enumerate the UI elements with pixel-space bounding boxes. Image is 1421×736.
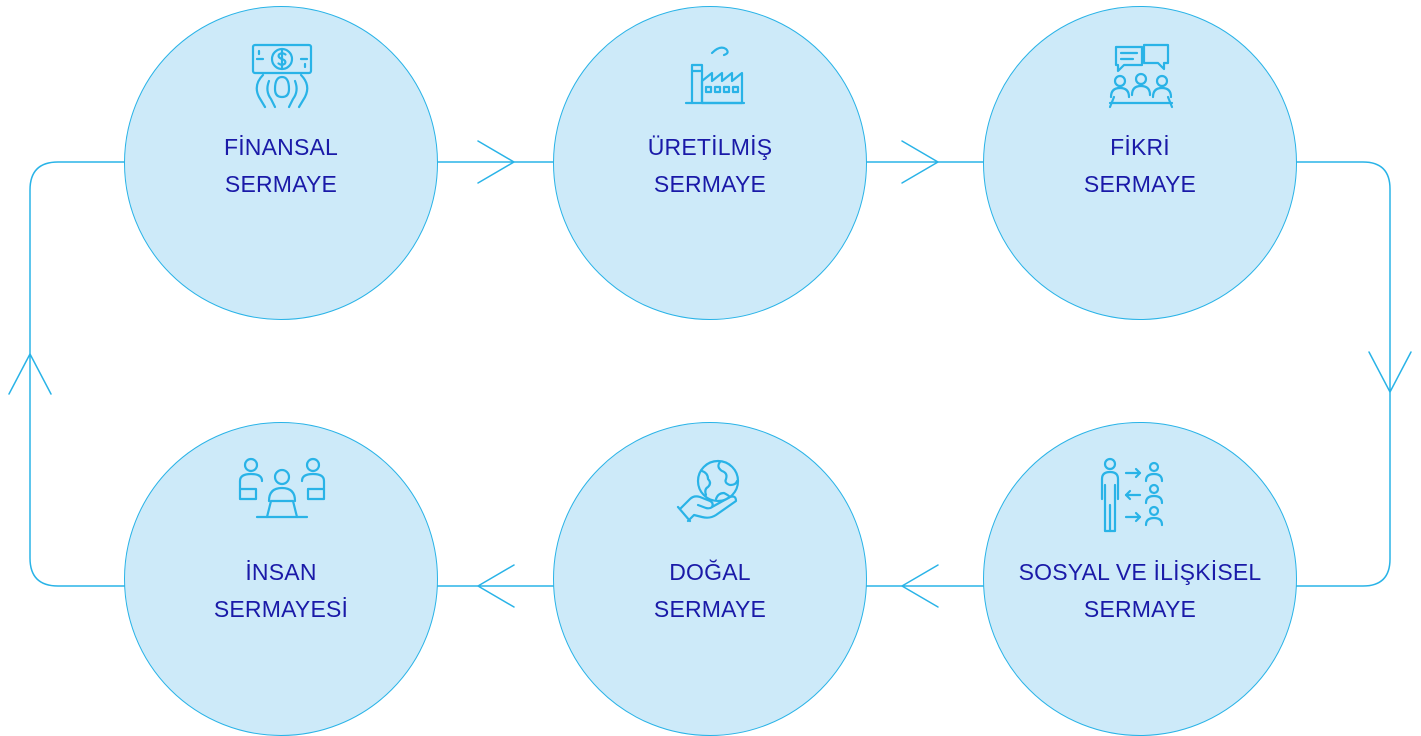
node-finansal-sermaye: FİNANSAL SERMAYE bbox=[124, 6, 438, 320]
node-label-line2: SERMAYE bbox=[653, 171, 767, 197]
arrowhead-left-1 bbox=[901, 564, 939, 608]
node-insan-sermayesi: İNSAN SERMAYESİ bbox=[124, 422, 438, 736]
connector-insan-finansal bbox=[29, 161, 126, 587]
arrowhead-left-2 bbox=[477, 564, 515, 608]
node-label-line2: SERMAYE bbox=[653, 596, 767, 622]
node-label: ÜRETİLMİŞ SERMAYE bbox=[554, 129, 866, 203]
money-hands-icon bbox=[247, 41, 317, 111]
meeting-discussion-icon bbox=[1106, 41, 1176, 111]
node-label-line1: SOSYAL VE İLİŞKİSEL bbox=[1018, 559, 1262, 585]
arrowhead-up bbox=[8, 353, 52, 395]
node-label-line2: SERMAYE bbox=[1083, 596, 1197, 622]
team-icon bbox=[237, 455, 327, 525]
arrowhead-right-2 bbox=[901, 140, 939, 184]
globe-in-hand-icon bbox=[676, 455, 746, 525]
node-label-line2: SERMAYESİ bbox=[213, 596, 349, 622]
connector-fikri-sosyal bbox=[1294, 161, 1391, 587]
node-label: FİNANSAL SERMAYE bbox=[125, 129, 437, 203]
arrowhead-down bbox=[1368, 351, 1412, 393]
factory-icon bbox=[676, 41, 746, 111]
node-label-line2: SERMAYE bbox=[1083, 171, 1197, 197]
people-exchange-icon bbox=[1096, 455, 1176, 535]
node-sosyal-ve-iliskisel-sermaye: SOSYAL VE İLİŞKİSEL SERMAYE bbox=[983, 422, 1297, 736]
node-label-line1: FİNANSAL bbox=[223, 134, 339, 160]
node-label: İNSAN SERMAYESİ bbox=[125, 554, 437, 628]
node-uretilmis-sermaye: ÜRETİLMİŞ SERMAYE bbox=[553, 6, 867, 320]
node-label: SOSYAL VE İLİŞKİSEL SERMAYE bbox=[984, 554, 1296, 628]
node-label-line1: İNSAN bbox=[245, 559, 317, 585]
arrowhead-right-1 bbox=[477, 140, 515, 184]
node-label-line2: SERMAYE bbox=[224, 171, 338, 197]
node-dogal-sermaye: DOĞAL SERMAYE bbox=[553, 422, 867, 736]
node-label-line1: FİKRİ bbox=[1110, 134, 1170, 160]
node-fikri-sermaye: FİKRİ SERMAYE bbox=[983, 6, 1297, 320]
node-label-line1: ÜRETİLMİŞ bbox=[647, 134, 773, 160]
node-label-line1: DOĞAL bbox=[669, 559, 751, 585]
node-label: FİKRİ SERMAYE bbox=[984, 129, 1296, 203]
node-label: DOĞAL SERMAYE bbox=[554, 554, 866, 628]
